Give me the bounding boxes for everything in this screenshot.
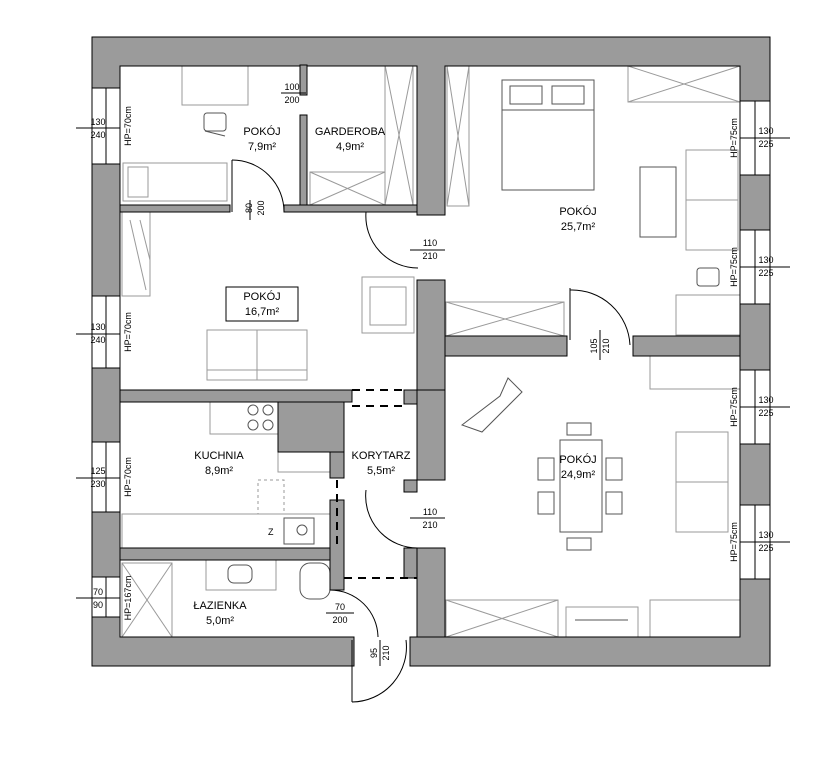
furniture: Z (121, 64, 741, 638)
window-sill-height: HP=70cm (123, 457, 133, 497)
window-labels: 130 240 HP=70cm 130 240 HP=70cm 125 230 … (90, 106, 773, 620)
room-name: POKÓJ (243, 125, 280, 138)
door-height: 210 (422, 520, 437, 530)
window-sill-height: HP=75cm (729, 247, 739, 287)
room-area: 8,9m² (205, 465, 233, 477)
window-width: 130 (90, 322, 105, 332)
door-width: 95 (369, 648, 379, 658)
window-width: 70 (93, 587, 103, 597)
window-height: 240 (90, 335, 105, 345)
window-height: 90 (93, 600, 103, 610)
room-area: 24,9m² (561, 469, 596, 481)
door-width: 105 (589, 338, 599, 353)
window-sill-height: HP=75cm (729, 118, 739, 158)
doors (231, 159, 631, 703)
door-width: 100 (284, 82, 299, 92)
window-width: 130 (90, 117, 105, 127)
window-width: 130 (758, 255, 773, 265)
window-width: 130 (758, 530, 773, 540)
room-name: POKÓJ (559, 453, 596, 466)
window-height: 225 (758, 139, 773, 149)
door-height: 210 (422, 251, 437, 261)
dimension-lines (76, 92, 790, 666)
window-height: 225 (758, 408, 773, 418)
window-width: 130 (758, 126, 773, 136)
window-width: 125 (90, 466, 105, 476)
door-width: 110 (423, 507, 437, 517)
window-sill-height: HP=75cm (729, 387, 739, 427)
window-height: 225 (758, 543, 773, 553)
door-width: 80 (244, 203, 254, 213)
window-height: 240 (90, 130, 105, 140)
room-name: POKÓJ (243, 290, 280, 303)
walls (91, 36, 771, 667)
door-width: 110 (423, 238, 437, 248)
door-height: 210 (381, 645, 391, 660)
window-height: 225 (758, 268, 773, 278)
door-height: 200 (332, 615, 347, 625)
room-name: POKÓJ (559, 205, 596, 218)
room-name: KORYTARZ (352, 450, 411, 462)
door-width: 70 (335, 602, 345, 612)
window-width: 130 (758, 395, 773, 405)
door-height: 200 (284, 95, 299, 105)
room-area: 4,9m² (336, 141, 364, 153)
room-labels: POKÓJ 7,9m² GARDEROBA 4,9m² POKÓJ 25,7m²… (193, 125, 596, 627)
room-area: 25,7m² (561, 221, 596, 233)
door-height: 210 (601, 338, 611, 353)
window-sill-height: HP=167cm (123, 576, 133, 621)
room-name: KUCHNIA (194, 450, 244, 462)
room-name: ŁAZIENKA (193, 600, 247, 612)
room-area: 7,9m² (248, 141, 276, 153)
room-area: 5,5m² (367, 465, 395, 477)
room-area: 5,0m² (206, 615, 234, 627)
window-sill-height: HP=70cm (123, 106, 133, 146)
room-area: 16,7m² (245, 306, 280, 318)
room-name: GARDEROBA (315, 126, 386, 138)
svg-text:Z: Z (268, 527, 274, 537)
window-height: 230 (90, 479, 105, 489)
window-sill-height: HP=75cm (729, 522, 739, 562)
window-sill-height: HP=70cm (123, 312, 133, 352)
door-labels: 100 200 80 200 110 210 105 210 110 210 7… (244, 82, 611, 661)
door-height: 200 (256, 200, 266, 215)
